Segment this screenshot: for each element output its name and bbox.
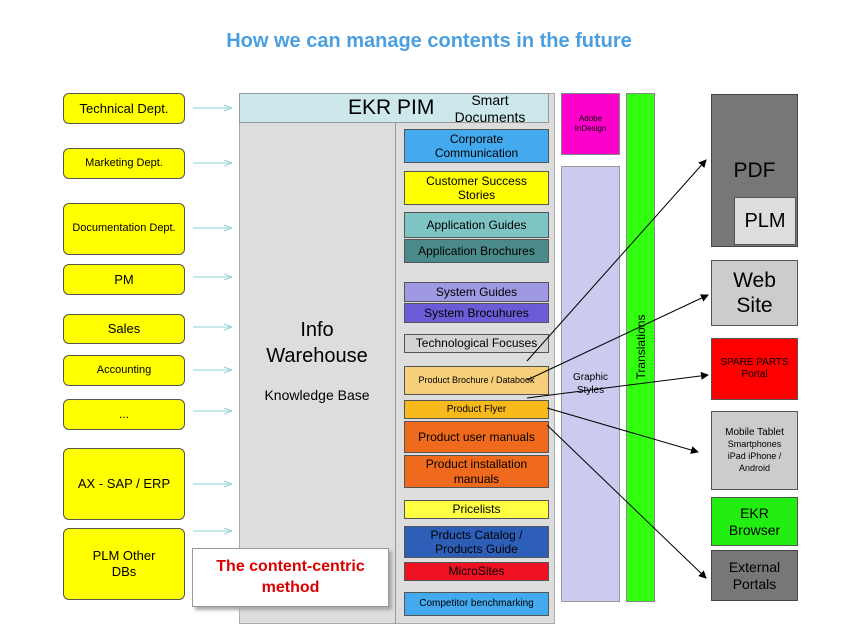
output-external-portals: External Portals <box>711 550 798 601</box>
content-centric-method-label: The content-centric method <box>192 548 389 607</box>
source-technical-dept: Technical Dept. <box>63 93 185 124</box>
doc-product-installation-manuals: Product installation manuals <box>404 455 549 488</box>
doc-application-brochures: Application Brochures <box>404 239 549 263</box>
smart-documents-label: Smart Documents <box>454 92 526 125</box>
doc-product-user-manuals: Product user manuals <box>404 421 549 453</box>
pim-header <box>239 93 549 123</box>
output-arrow-website <box>526 294 709 381</box>
doc-product-flyer: Product Flyer <box>404 400 549 419</box>
doc-pricelists: Pricelists <box>404 500 549 519</box>
pim-divider <box>395 123 396 624</box>
source-plm-other-dbs: PLM Other DBs <box>63 528 185 600</box>
doc-customer-success-stories: Customer Success Stories <box>404 171 549 205</box>
graphic-styles-column: Graphic Styles <box>561 166 620 602</box>
source-other: ... <box>63 399 185 430</box>
doc-technological-focuses: Technological Focuses <box>404 334 549 353</box>
info-warehouse-label: Info Warehouse <box>266 319 368 367</box>
source-marketing-dept: Marketing Dept. <box>63 148 185 179</box>
output-website: Web Site <box>711 260 798 326</box>
doc-product-brochure: Product Brochure / Databook <box>404 366 549 395</box>
doc-application-guides: Application Guides <box>404 212 549 238</box>
output-mobile-sub: Smartphones iPad iPhone / Android <box>727 439 782 473</box>
source-sales: Sales <box>63 314 185 344</box>
pim-title: EKR PIM <box>348 96 435 119</box>
doc-products-catalog: Prducts Catalog / Products Guide <box>404 526 549 558</box>
doc-competitor-benchmarking: Competitor benchmarking <box>404 592 549 616</box>
output-mobile: Mobile Tablet Smartphones iPad iPhone / … <box>711 411 798 490</box>
output-arrow-pdf <box>526 159 707 362</box>
page-title: How we can manage contents in the future <box>226 30 632 52</box>
output-arrow-external <box>546 424 707 579</box>
output-pdf-label: PDF <box>733 159 776 182</box>
output-mobile-title: Mobile Tablet <box>725 427 784 439</box>
output-arrow-spare-parts <box>526 371 709 399</box>
source-documentation-dept: Documentation Dept. <box>63 203 185 255</box>
source-pm: PM <box>63 264 185 295</box>
output-spare-parts-portal: SPARE PARTS Portal <box>711 338 798 400</box>
output-arrow-mobile <box>546 407 699 454</box>
doc-system-brochures: System Brocuhures <box>404 303 549 323</box>
output-plm: PLM <box>734 197 796 245</box>
knowledge-base-label: Knowledge Base <box>264 387 370 403</box>
source-erp: AX - SAP / ERP <box>63 448 185 520</box>
adobe-indesign-box: Adobe InDesign <box>561 93 620 155</box>
doc-corporate-communication: Corporate Communication <box>404 129 549 163</box>
doc-system-guides: System Guides <box>404 282 549 302</box>
output-ekr-browser: EKR Browser <box>711 497 798 546</box>
doc-microsites: MicroSites <box>404 562 549 581</box>
translations-column <box>626 93 655 602</box>
source-accounting: Accounting <box>63 355 185 386</box>
